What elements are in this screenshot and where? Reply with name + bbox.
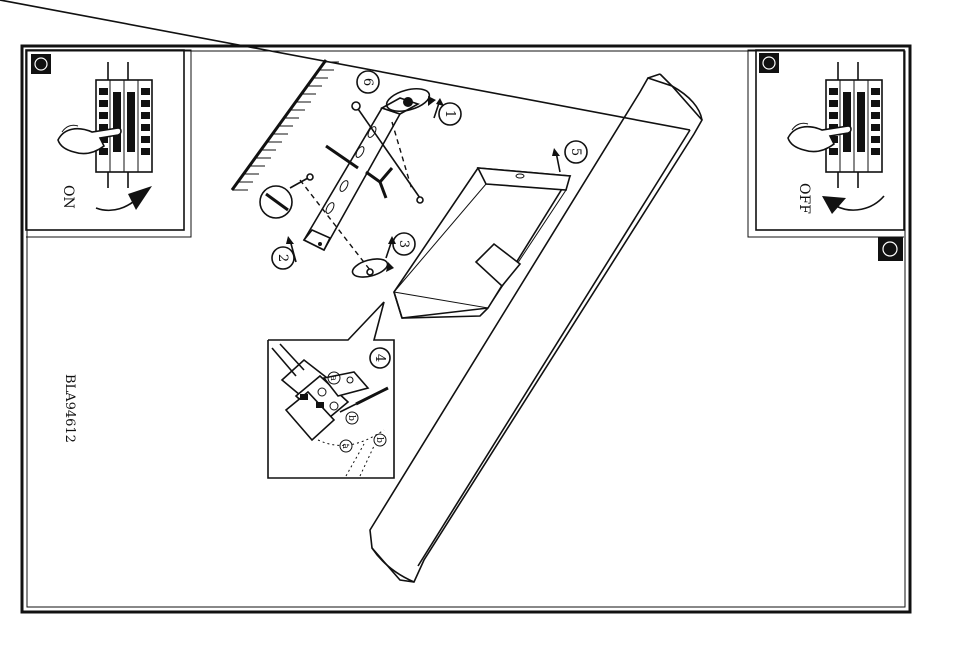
step-5-callout: 5 (552, 140, 588, 173)
dowel-icon (325, 144, 359, 170)
svg-text:2: 2 (275, 254, 290, 262)
svg-text:3: 3 (396, 240, 411, 248)
svg-text:4: 4 (372, 354, 387, 362)
step-2-callout: 2 (271, 236, 297, 270)
level-tool-icon (259, 173, 314, 219)
mark-a-top: a (328, 375, 338, 381)
wall-hatching (230, 59, 339, 191)
svg-text:1: 1 (442, 110, 457, 118)
hand-icon (57, 127, 122, 155)
step-1-callout: 1 (433, 98, 462, 126)
step-6-callout: 6 (356, 70, 380, 94)
corner-marker-icon (31, 54, 51, 74)
step-3-callout: 3 (385, 232, 416, 259)
svg-text:5: 5 (568, 148, 583, 156)
page-frame (20, 44, 912, 614)
corner-marker-icon (759, 53, 779, 73)
lamp-housing (393, 167, 572, 319)
detail-inset-wiring: 4 a a b b (267, 301, 395, 479)
rotate-arrow-icon (822, 196, 846, 214)
light-bar (0, 0, 703, 583)
model-code: BLA94612 (62, 374, 77, 443)
breaker-panel-icon (825, 79, 883, 173)
mark-b-middle: b (346, 415, 356, 421)
inset-power-off: OFF (747, 49, 905, 238)
terminal-block-icon (271, 343, 350, 442)
on-label: ON (60, 185, 76, 209)
step-4-callout: 4 (369, 347, 391, 369)
plate-icon (322, 371, 370, 397)
mark-a-bottom: a (340, 443, 350, 449)
rotate-arrow-icon (128, 186, 152, 210)
mounting-bracket (302, 97, 420, 252)
svg-text:6: 6 (360, 78, 375, 86)
mark-b-right: b (374, 437, 384, 443)
breaker-panel-icon (95, 79, 153, 173)
wrench-icon (365, 167, 394, 199)
inset-power-on: ON (25, 49, 192, 238)
corner-marker-icon (878, 237, 903, 261)
screwdriver-icon (339, 386, 389, 413)
off-label: OFF (796, 183, 812, 214)
hand-icon (787, 125, 852, 153)
